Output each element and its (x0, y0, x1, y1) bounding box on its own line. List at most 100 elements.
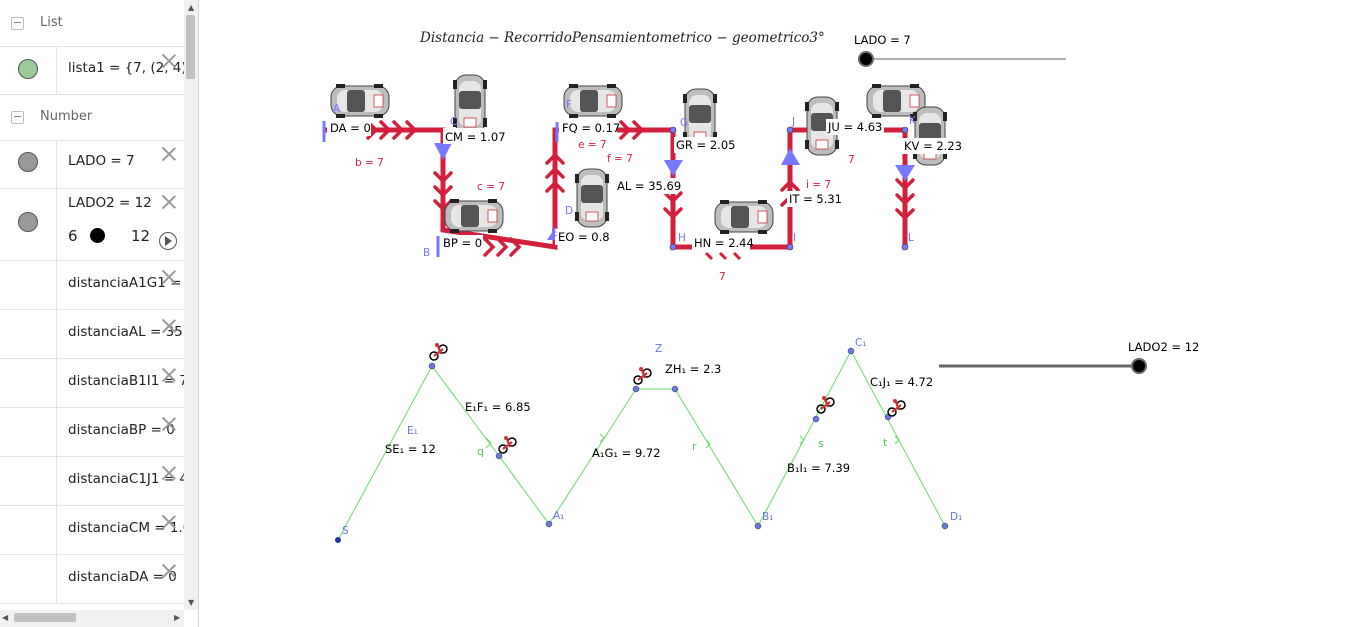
segment-label: s (818, 437, 824, 450)
scroll-right-icon[interactable]: ▶ (174, 613, 181, 622)
algebra-row[interactable]: lista1 = {7, (2, 4), ( (0, 46, 198, 95)
car-icon (912, 106, 948, 166)
collapse-icon[interactable]: − (11, 110, 24, 124)
label-c1j1: C₁J₁ = 4.72 (870, 375, 933, 389)
point-label: E (551, 227, 558, 239)
graphics-title: Distancia − RecorridoPensamientometrico … (419, 30, 825, 46)
algebra-row[interactable]: distanciaCM = 1.07 (0, 505, 198, 555)
point-label: D₁ (950, 511, 962, 523)
point-label: H (678, 232, 686, 244)
scroll-left-icon[interactable]: ◀ (2, 613, 9, 622)
algebra-row-text[interactable]: LADO2 = 12 (68, 195, 152, 211)
horizontal-scroll-thumb[interactable] (14, 613, 76, 622)
algebra-row-text[interactable]: distanciaB1I1 = 7.3 (68, 373, 199, 389)
close-icon[interactable] (160, 513, 178, 531)
point-label: S (342, 525, 349, 537)
close-icon[interactable] (160, 193, 178, 211)
algebra-row[interactable]: distanciaAL = 35.69 (0, 309, 198, 359)
play-button[interactable] (159, 232, 177, 250)
close-icon[interactable] (160, 562, 178, 580)
vertical-scrollbar[interactable] (184, 0, 198, 610)
label-ju: JU = 4.63 (827, 120, 882, 134)
label-da: DA = 0 (330, 121, 371, 135)
algebra-row-text[interactable]: distanciaDA = 0 (68, 569, 177, 585)
visibility-toggle[interactable] (18, 59, 38, 79)
label-se1: SE₁ = 12 (385, 442, 436, 456)
list-section-header[interactable]: − List (0, 0, 184, 47)
label-seven: 7 (719, 271, 726, 283)
algebra-row-text[interactable]: distanciaBP = 0 (68, 422, 175, 438)
section-label: Number (40, 109, 93, 124)
point-label: E₁ (407, 425, 418, 437)
car-icon (574, 168, 610, 228)
label-e: e = 7 (578, 139, 607, 151)
label-hn: HN = 2.44 (694, 236, 754, 250)
visibility-toggle[interactable] (18, 212, 38, 232)
segment-label: r (692, 440, 697, 453)
number-section-header[interactable]: − Number (0, 94, 184, 141)
algebra-row-text[interactable]: LADO = 7 (68, 153, 135, 169)
label-cm: CM = 1.07 (445, 130, 506, 144)
algebra-row-text[interactable]: lista1 = {7, (2, 4), ( (68, 60, 199, 76)
point-label: A₁ (553, 510, 564, 522)
label-eo: EO = 0.8 (558, 230, 610, 244)
label-gr: GR = 2.05 (676, 138, 735, 152)
algebra-row[interactable]: distanciaA1G1 = 9.7 (0, 260, 198, 310)
graphics-view[interactable]: Distancia − RecorridoPensamientometrico … (199, 0, 1366, 627)
algebra-row[interactable]: distanciaBP = 0 (0, 407, 184, 457)
algebra-row[interactable]: distanciaDA = 0 (0, 554, 184, 604)
collapse-icon[interactable]: − (11, 16, 24, 30)
car-icon (452, 74, 488, 134)
label-a1g1: A₁G₁ = 9.72 (592, 446, 661, 460)
close-icon[interactable] (160, 268, 178, 286)
close-icon[interactable] (160, 317, 178, 335)
label-b1i1: B₁I₁ = 7.39 (787, 461, 850, 475)
vertical-scroll-thumb[interactable] (186, 15, 195, 79)
close-icon[interactable] (160, 145, 178, 163)
scroll-up-icon[interactable]: ▲ (188, 3, 195, 12)
slider-min: 6 (68, 227, 78, 245)
motorbike-icon (428, 341, 449, 362)
point-label: A (333, 103, 341, 115)
point-label: G (680, 117, 688, 129)
section-label: List (40, 15, 63, 30)
algebra-row-text[interactable]: distanciaAL = 35.69 (68, 324, 199, 340)
slider-lado-thumb[interactable] (858, 51, 874, 67)
label-it: IT = 5.31 (789, 192, 842, 206)
car-icon (444, 198, 504, 234)
label-b: b = 7 (355, 157, 384, 169)
point-label: K (909, 115, 917, 127)
slider-lado-label: LADO = 7 (854, 33, 911, 47)
visibility-toggle[interactable] (18, 152, 38, 172)
algebra-row[interactable]: distanciaB1I1 = 7.3 (0, 358, 198, 408)
slider-lado2-thumb[interactable] (1131, 358, 1147, 374)
label-zh1: ZH₁ = 2.3 (665, 362, 721, 376)
scroll-down-icon[interactable]: ▼ (188, 598, 195, 607)
point-label: J (791, 116, 795, 128)
algebra-row[interactable]: LADO2 = 12 6 12 (0, 188, 184, 261)
point-label: Z (655, 343, 662, 355)
algebra-row[interactable]: distanciaC1J1 = 4.7 (0, 456, 198, 506)
algebra-row-text[interactable]: distanciaCM = 1.07 (68, 520, 199, 536)
label-bp: BP = 0 (443, 236, 482, 250)
close-icon[interactable] (160, 464, 178, 482)
algebra-row-text[interactable]: distanciaA1G1 = 9.7 (68, 275, 199, 291)
close-icon[interactable] (160, 366, 178, 384)
point-label: D (565, 205, 573, 217)
algebra-row-text[interactable]: distanciaC1J1 = 4.7 (68, 471, 199, 487)
label-f: f = 7 (607, 153, 633, 165)
play-icon (165, 236, 172, 246)
label-al: AL = 35.69 (617, 179, 681, 193)
motorbike-icon (886, 397, 907, 418)
close-icon[interactable] (160, 52, 178, 70)
close-icon[interactable] (160, 415, 178, 433)
point-label: B₁ (762, 511, 773, 523)
label-e1f1: E₁F₁ = 6.85 (465, 400, 531, 414)
point-label: L (908, 232, 914, 244)
motorbike-icon (632, 365, 653, 386)
car-icon (563, 83, 623, 119)
slider-lado2-label: LADO2 = 12 (1128, 340, 1199, 354)
algebra-row[interactable]: LADO = 7 (0, 140, 184, 189)
label-c: c = 7 (477, 181, 505, 193)
slider-thumb[interactable] (90, 228, 105, 243)
